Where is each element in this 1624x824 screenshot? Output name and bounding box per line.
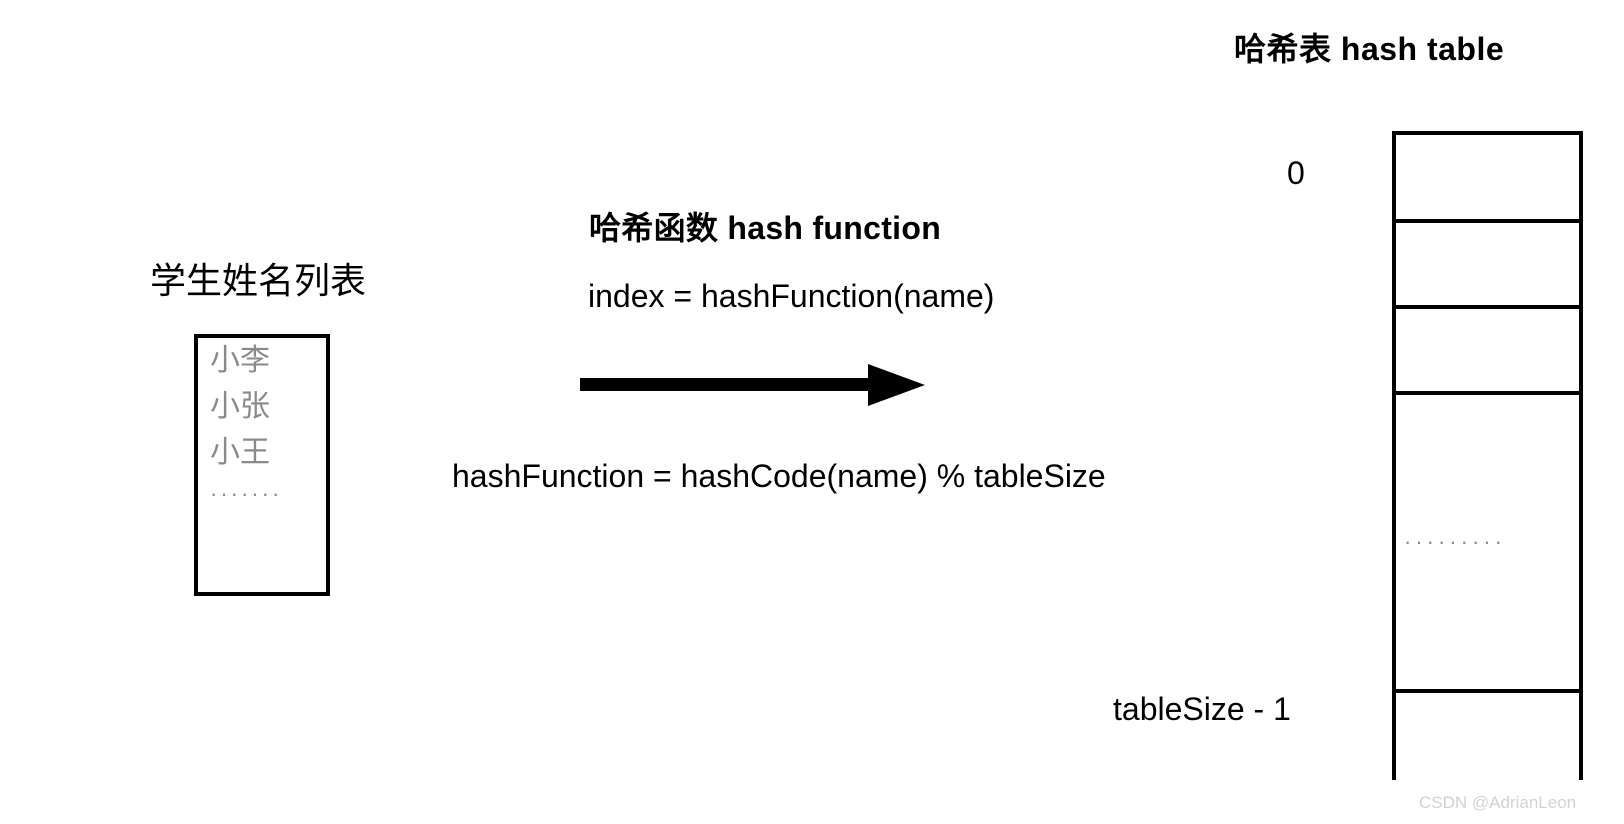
hash-table-cell-1	[1396, 223, 1579, 309]
hash-function-definition-text: hashFunction = hashCode(name) % tableSiz…	[452, 458, 1106, 494]
hash-table-cell-2	[1396, 309, 1579, 395]
hash-function-heading: 哈希函数 hash function	[589, 210, 942, 246]
hash-table-cell-4	[1396, 693, 1579, 784]
hash-table-title: 哈希表 hash table	[1234, 31, 1505, 67]
right-arrow-icon	[580, 360, 925, 410]
watermark: CSDN @AdrianLeon	[1419, 793, 1577, 812]
hash-table-cell-0	[1396, 135, 1579, 223]
hash-table-ellipsis: ·········	[1404, 529, 1506, 554]
hash-table-grid: ·········	[1392, 131, 1583, 784]
hash-table-cell-3: ·········	[1396, 395, 1579, 693]
student-name-item: 小王	[210, 436, 270, 469]
student-list-ellipsis: ·······	[210, 481, 283, 506]
student-list-title: 学生姓名列表	[150, 260, 367, 301]
student-name-item: 小张	[210, 390, 270, 423]
hash-table-index-first-label: 0	[1287, 155, 1305, 191]
hash-table-index-last-label: tableSize - 1	[1113, 691, 1291, 727]
index-formula-text: index = hashFunction(name)	[588, 278, 995, 314]
student-name-list-box: 小李 小张 小王 ·······	[194, 334, 330, 596]
student-name-item: 小李	[210, 344, 270, 377]
